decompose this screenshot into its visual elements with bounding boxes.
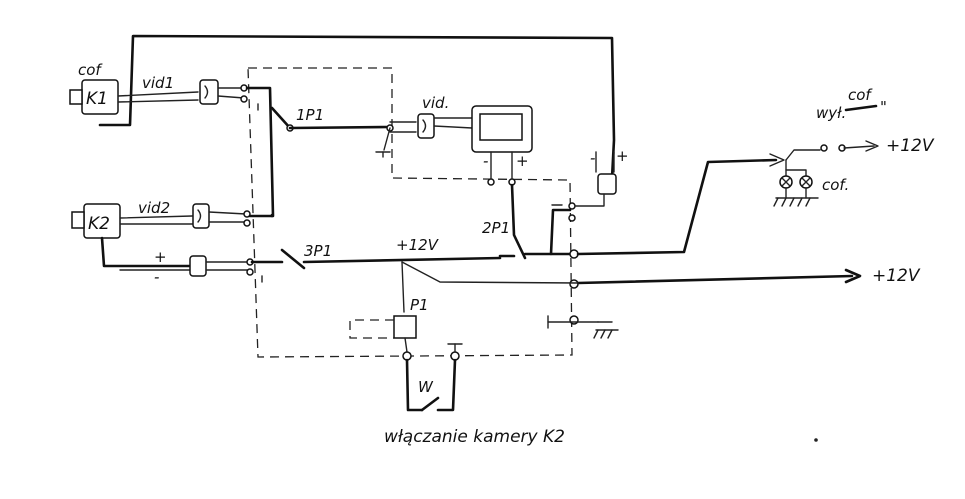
switch-2p1: 2P1 (482, 183, 576, 260)
camera-k1-lens (69, 89, 83, 105)
supply-right-mid: +12V (872, 266, 921, 286)
camera-k2-label: K2 (88, 214, 110, 234)
right-conn-minus: - (590, 149, 595, 167)
strike-out (844, 104, 878, 112)
switch-1p1: 1P1 (245, 86, 394, 218)
video1-label: vid1 (142, 74, 174, 92)
reverse-switch-word: wył. (816, 104, 846, 122)
switch-3p1-label: 3P1 (304, 242, 332, 260)
camera-k1-tag: cof (78, 61, 103, 79)
camera-k1: K1 cof (69, 61, 119, 115)
reverse-switch-tag: cof (848, 86, 873, 104)
monitor-minus: - (483, 152, 488, 170)
reverse-circuit: +12V cof wył. " cof. (769, 86, 935, 207)
reverse-lamp-label: cof. (822, 176, 849, 194)
stray-dot (814, 438, 818, 442)
camera-k2-lens (71, 211, 85, 229)
right-terminals: - + +12V (547, 147, 921, 339)
relay-p1: P1 W (349, 261, 463, 412)
supply-right-top: +12V (886, 136, 935, 156)
k2-power-cable: + - (100, 236, 254, 286)
right-connector (597, 173, 617, 195)
supply-inner: +12V (396, 236, 440, 254)
video-cable-1: vid1 (117, 74, 248, 105)
video-monitor: vid. - + (389, 94, 533, 186)
k2-power-plus: + (154, 248, 167, 266)
k2-power-minus: - (154, 268, 159, 286)
camera-k1-label: K1 (86, 89, 108, 109)
switch-2p1-label: 2P1 (482, 219, 510, 237)
diagram-caption: włączanie kamery K2 (384, 427, 565, 447)
relay-module-boundary (247, 67, 573, 358)
video-cable-2: vid2 (119, 199, 251, 229)
video1-connector (199, 79, 219, 105)
switch-3p1: 3P1 +12V (250, 236, 579, 284)
relay-coil (393, 315, 417, 339)
camera-k2: K2 (71, 203, 121, 239)
video-out-label: vid. (422, 94, 449, 112)
switch-w-label: W (418, 378, 434, 396)
reverse-switch-quote: " (880, 98, 887, 116)
switch-1p1-label: 1P1 (296, 106, 324, 124)
relay-label: P1 (410, 296, 429, 314)
monitor-screen (479, 113, 523, 141)
right-conn-plus: + (616, 147, 629, 165)
top-feed-wire (98, 34, 616, 180)
video2-label: vid2 (138, 199, 170, 217)
monitor-plus: + (516, 152, 529, 170)
